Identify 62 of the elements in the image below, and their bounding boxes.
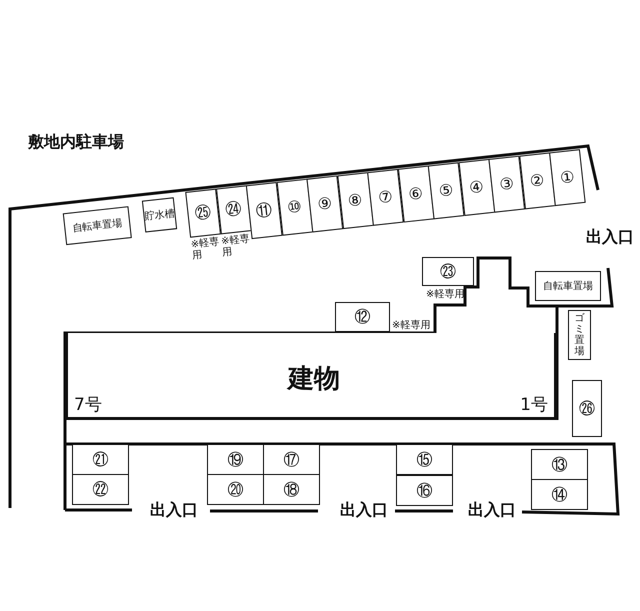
space-number: ㉑ bbox=[92, 452, 108, 468]
space-number: ⑫ bbox=[354, 309, 370, 325]
parking-space bbox=[549, 149, 586, 206]
space-number: ㉒ bbox=[92, 482, 108, 498]
space-number: ⑳ bbox=[228, 482, 244, 498]
area-label: 貯水槽 bbox=[144, 207, 176, 224]
area-label: 自転車置場 bbox=[72, 217, 123, 236]
parking-space bbox=[572, 380, 602, 437]
space-number: ⑬ bbox=[552, 456, 568, 472]
area-label: ゴミ置場 bbox=[574, 313, 584, 357]
space-number: ⑪ bbox=[255, 202, 273, 220]
space-number: ⑨ bbox=[316, 195, 333, 213]
space-number: ㉓ bbox=[440, 264, 456, 280]
building-label: 建物 bbox=[288, 363, 340, 396]
note-text: ※軽専用 bbox=[426, 289, 464, 300]
space-number: ⑧ bbox=[347, 192, 364, 210]
entrance-label: 出入口 bbox=[150, 500, 198, 521]
area-label: 自転車置場 bbox=[543, 280, 593, 293]
parking-space bbox=[185, 188, 221, 238]
space-number: ⑭ bbox=[552, 486, 568, 502]
parking-space bbox=[207, 474, 264, 505]
water-tank-box bbox=[142, 197, 178, 233]
entrance-label: 出入口 bbox=[586, 227, 634, 248]
parking-space bbox=[72, 444, 129, 475]
space-number: ⑦ bbox=[377, 188, 394, 206]
parking-space bbox=[335, 302, 390, 332]
garbage-area-box bbox=[568, 310, 591, 360]
space-number: ① bbox=[559, 168, 576, 186]
entrance-label: 出入口 bbox=[468, 500, 516, 521]
parking-space bbox=[531, 479, 588, 510]
bicycle-parking-area bbox=[62, 206, 132, 246]
parking-space bbox=[422, 257, 474, 286]
unit-label: 7号 bbox=[74, 394, 102, 416]
space-number: ⑱ bbox=[284, 482, 300, 498]
parking-space bbox=[72, 474, 129, 505]
space-number: ⑤ bbox=[438, 182, 454, 200]
space-number: ⑲ bbox=[228, 452, 244, 468]
space-number: ⑰ bbox=[284, 452, 300, 468]
space-number: ⑥ bbox=[408, 185, 424, 203]
parking-space bbox=[263, 444, 320, 475]
space-number: ⑩ bbox=[286, 198, 302, 216]
space-number: ㉖ bbox=[579, 400, 595, 416]
entrance-label: 出入口 bbox=[340, 500, 388, 521]
space-number: ㉕ bbox=[194, 204, 212, 222]
note-text: ※軽専用 bbox=[392, 320, 430, 331]
note-text: ※軽専用 bbox=[220, 233, 252, 258]
space-number: ② bbox=[529, 172, 546, 190]
building-outline bbox=[65, 333, 557, 420]
parking-space bbox=[396, 444, 453, 475]
parking-space bbox=[396, 475, 453, 506]
parking-space bbox=[263, 474, 320, 505]
space-number: ③ bbox=[498, 175, 515, 193]
unit-label: 1号 bbox=[520, 394, 548, 416]
note-text: ※軽専用 bbox=[190, 236, 221, 262]
parking-space bbox=[207, 444, 264, 475]
space-number: ④ bbox=[468, 178, 484, 196]
parking-space bbox=[531, 449, 588, 480]
space-number: ㉔ bbox=[224, 201, 242, 219]
space-number: ⑮ bbox=[416, 452, 432, 468]
bicycle-parking-area bbox=[535, 271, 601, 301]
space-number: ⑯ bbox=[416, 482, 432, 498]
page-title: 敷地内駐車場 bbox=[28, 132, 124, 153]
